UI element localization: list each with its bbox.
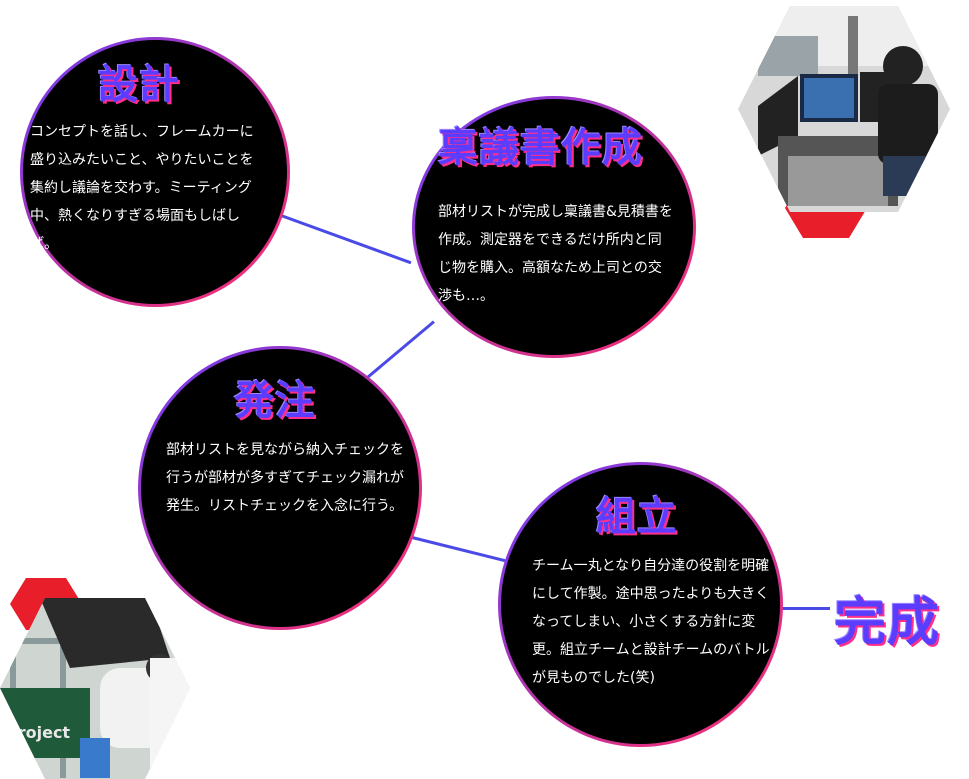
step-title-assembly: 組立	[596, 494, 678, 540]
driving-simulator-photo	[738, 6, 950, 212]
step-circle-design	[20, 37, 290, 307]
step-text-design: コンセプトを話し、フレームカーに盛り込みたいこと、やりたいことを集約し議論を交わ…	[30, 124, 254, 252]
connector-line	[407, 535, 506, 563]
connector-line	[269, 210, 412, 265]
connector-line	[775, 607, 830, 610]
step-text-approval: 部材リストが完成し稟議書&見積書を作成。測定器をできるだけ所内と同じ物を購入。高…	[438, 204, 673, 304]
connector-line	[364, 320, 435, 381]
step-text-assembly: チーム一丸となり自分達の役割を明確にして作製。途中思ったよりも大きくなってしまい…	[532, 558, 770, 686]
step-title-design: 設計	[98, 62, 180, 108]
photo-label: Project	[6, 723, 70, 742]
step-circle-assembly	[498, 462, 783, 747]
frame-assembly-photo: Project	[0, 598, 190, 779]
final-title: 完成	[834, 593, 941, 653]
step-title-approval: 稟議書作成	[438, 125, 643, 171]
step-circle-approval	[412, 96, 696, 358]
step-text-order: 部材リストを見ながら納入チェックを行うが部材が多すぎてチェック漏れが発生。リスト…	[166, 442, 404, 514]
step-circle-order	[138, 346, 422, 630]
step-title-order: 発注	[234, 378, 316, 424]
